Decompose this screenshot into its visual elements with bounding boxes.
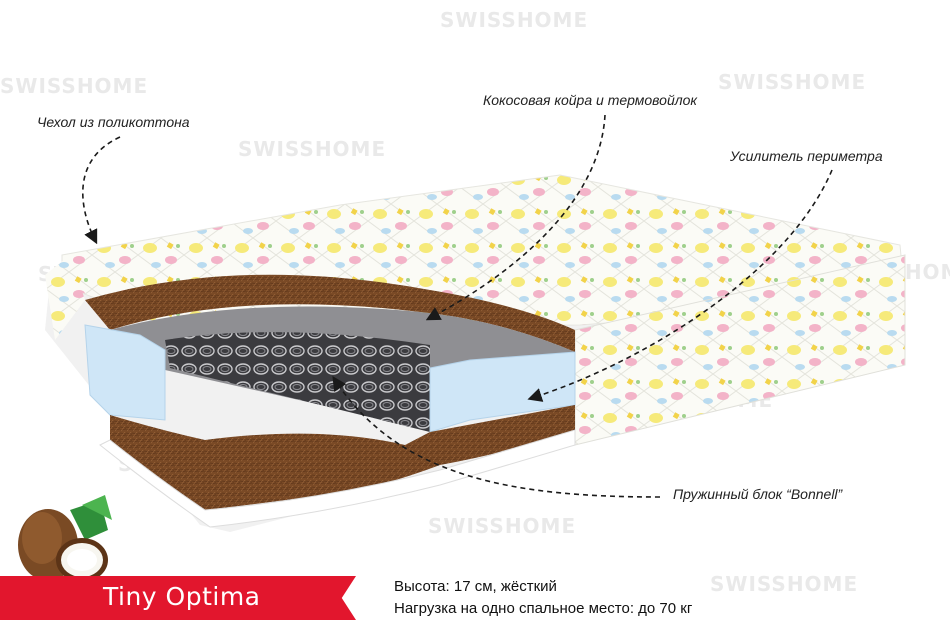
cover-arrow [82, 136, 121, 245]
perimeter-label: Усилитель периметра [730, 148, 883, 164]
mattress-bottom-edge [99, 429, 576, 528]
cover-label: Чехол из поликоттона [37, 114, 190, 130]
coconut-image [18, 495, 112, 582]
watermark: SWISSHOME [0, 74, 149, 98]
foam-perimeter-left [84, 324, 166, 421]
spring-block [165, 332, 430, 432]
watermark: SWISSHOME [428, 514, 577, 538]
watermark: SWISSHOME [718, 70, 867, 94]
spring-block-label: Пружинный блок “Bonnell” [673, 486, 843, 502]
spec-height: Высота: 17 см, жёсткий [394, 578, 557, 595]
product-banner [0, 576, 356, 620]
mattress-left-edge [45, 255, 85, 340]
spring-block-arrow [332, 375, 661, 498]
watermark: SWISSHOME [710, 572, 859, 596]
coir-bottom-layer [110, 405, 575, 510]
coir-top-layer [85, 274, 575, 352]
watermark: SWISSHOME [238, 137, 387, 161]
watermark: SWISSHOME [440, 8, 589, 32]
coir-arrow [425, 114, 606, 321]
perimeter-arrow [527, 169, 833, 402]
product-name: Tiny Optima [103, 582, 261, 611]
spec-load: Нагрузка на одно спальное место: до 70 к… [394, 600, 693, 617]
coir-label: Кокосовая койра и термовойлок [483, 92, 698, 108]
